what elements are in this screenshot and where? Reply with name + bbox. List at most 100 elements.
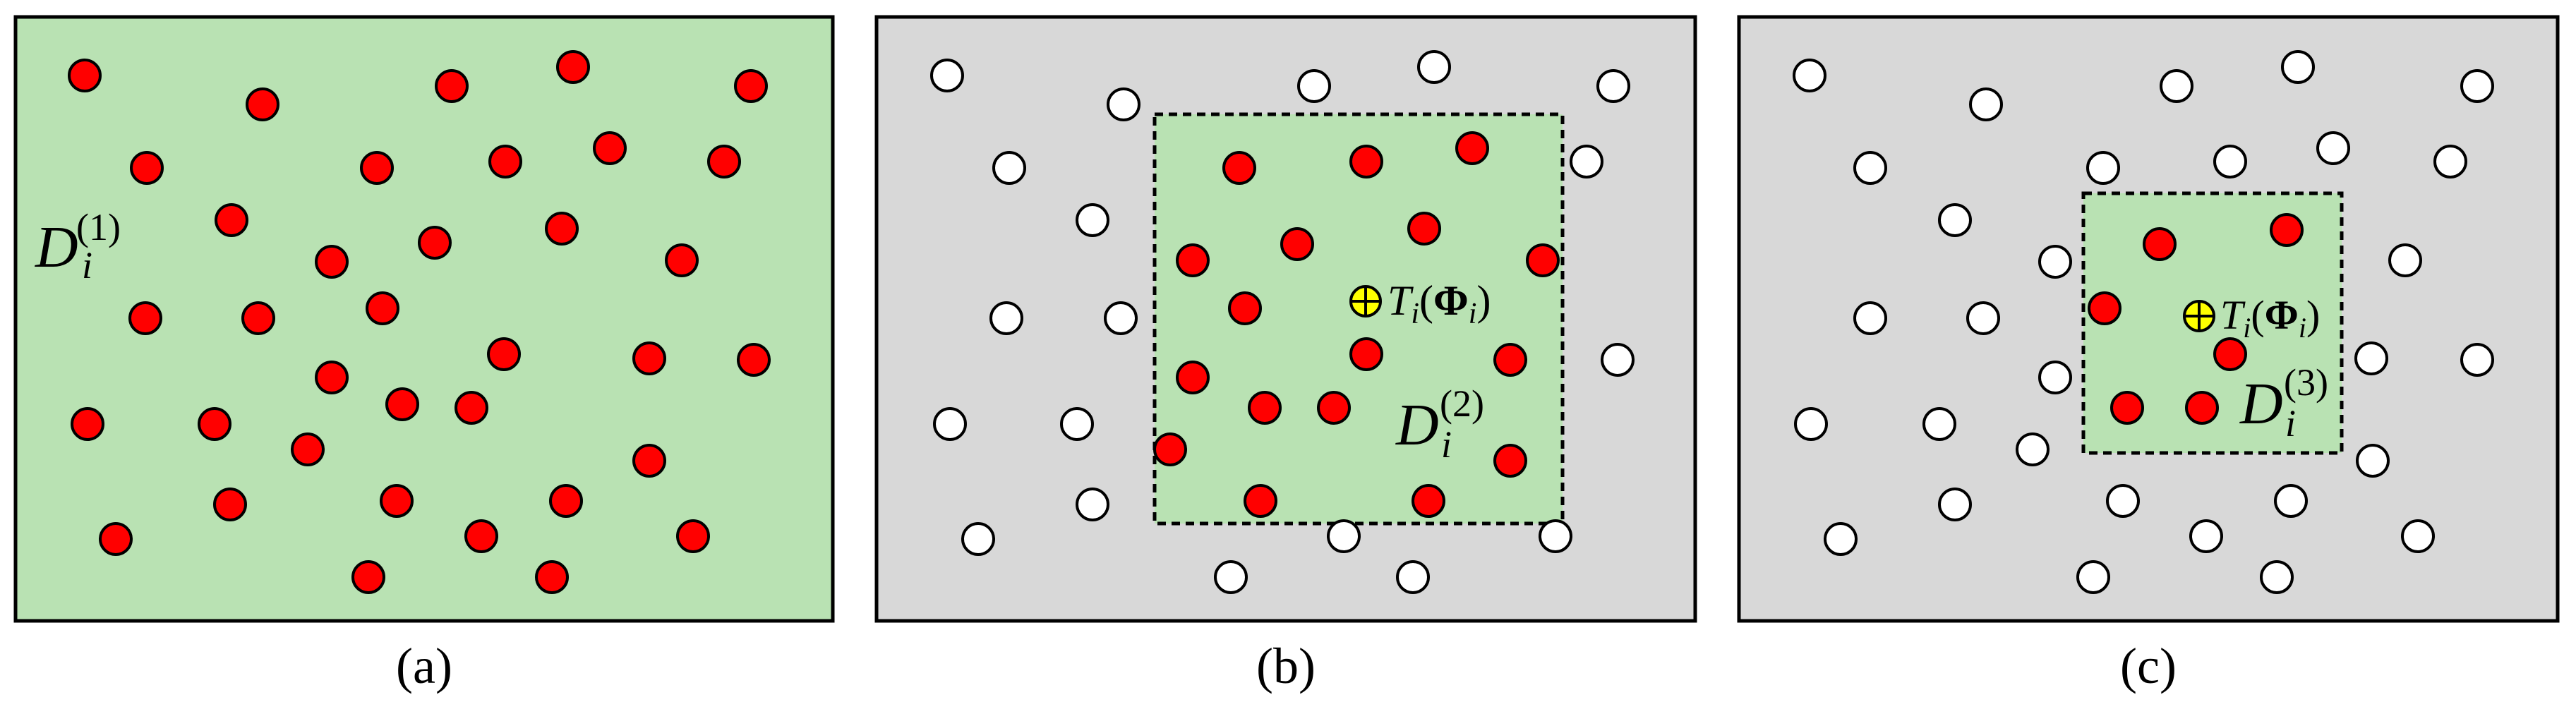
panel-b-marker-label: Ti(Φi) [1388, 277, 1491, 330]
panel-b-label-sub: i [1441, 423, 1452, 466]
red-dot [737, 343, 771, 377]
red-dot [487, 337, 521, 371]
red-dot [1317, 391, 1351, 425]
red-dot [535, 560, 569, 594]
red-dot [351, 560, 385, 594]
red-dot [632, 341, 666, 375]
white-dot [2388, 243, 2422, 277]
white-dot [1596, 69, 1630, 103]
red-dot [1176, 361, 1210, 394]
red-dot [488, 145, 522, 178]
red-dot [291, 432, 325, 466]
white-dot [1853, 151, 1887, 185]
red-dot [315, 245, 349, 279]
red-dot [665, 243, 699, 277]
red-dot [315, 361, 349, 394]
red-dot [2213, 337, 2247, 371]
panel-a-dots [68, 50, 771, 594]
white-dot [1922, 407, 1956, 441]
white-dot [2260, 560, 2294, 594]
red-dot [1228, 291, 1262, 325]
white-dot [2038, 361, 2072, 394]
white-dot [1214, 560, 1248, 594]
white-dot [2086, 151, 2120, 185]
panel-b-center-marker [1349, 285, 1382, 317]
red-dot [71, 407, 104, 441]
red-dot [707, 145, 741, 178]
red-dot [1244, 484, 1277, 518]
panel-b: Ti(Φi) D (2) i (b) [874, 15, 1697, 694]
panel-b-dots [930, 50, 1635, 594]
white-dot [2401, 519, 2435, 553]
panel-a-caption: (a) [396, 638, 452, 694]
red-dot [1493, 343, 1527, 377]
white-dot [1076, 488, 1109, 521]
white-dot [2274, 484, 2308, 518]
red-dot [68, 59, 102, 92]
white-dot [1601, 343, 1635, 377]
red-dot [556, 50, 590, 84]
panel-b-label: D [1395, 392, 1439, 458]
white-dot [2038, 245, 2072, 279]
red-dot [1349, 337, 1383, 371]
red-dot [380, 484, 414, 518]
red-dot [1407, 212, 1441, 246]
panel-c-label-sup: (3) [2284, 361, 2328, 404]
red-dot [99, 522, 133, 556]
red-dot [1526, 243, 1560, 277]
red-dot [418, 226, 452, 260]
white-dot [933, 407, 967, 441]
red-dot [676, 519, 710, 553]
panel-a: D (1) i (a) [13, 15, 835, 694]
red-dot [734, 69, 768, 103]
white-dot [2354, 341, 2388, 375]
red-dot [241, 301, 275, 335]
panel-c-dots [1793, 50, 2494, 594]
red-dot [1412, 484, 1445, 518]
white-dot [1824, 522, 1858, 556]
red-dot [2143, 227, 2177, 261]
red-dot [246, 87, 279, 121]
red-dot [128, 301, 162, 335]
white-dot [1060, 407, 1094, 441]
white-dot [1938, 203, 1972, 237]
red-dot [545, 212, 579, 246]
red-dot [1280, 227, 1314, 261]
white-dot [2460, 343, 2494, 377]
red-dot [2088, 291, 2121, 325]
red-dot [1248, 391, 1282, 425]
white-dot [1938, 488, 1972, 521]
white-dot [1297, 69, 1331, 103]
white-dot [2460, 69, 2494, 103]
white-dot [989, 301, 1023, 335]
red-dot [464, 519, 498, 553]
panel-c-marker-label: Ti(Φi) [2220, 292, 2320, 344]
red-dot [2185, 391, 2219, 425]
red-dot [1493, 444, 1527, 478]
red-dot [2110, 391, 2144, 425]
panel-c-label-sub: i [2285, 402, 2296, 444]
white-dot [961, 522, 995, 556]
white-dot [1417, 50, 1451, 84]
panel-c-center-marker [2183, 300, 2215, 332]
red-dot [215, 203, 248, 237]
red-dot [1455, 131, 1489, 165]
white-dot [1076, 203, 1109, 237]
red-dot [1222, 151, 1256, 185]
red-dot [549, 484, 583, 518]
red-dot [213, 488, 247, 521]
white-dot [2106, 484, 2140, 518]
white-dot [1794, 407, 1828, 441]
red-dot [2270, 213, 2304, 247]
red-dot [1176, 243, 1210, 277]
red-dot [455, 391, 488, 425]
white-dot [1107, 87, 1140, 121]
panel-b-label-sup: (2) [1440, 382, 1484, 425]
panel-c-caption: (c) [2120, 638, 2177, 694]
red-dot [1349, 145, 1383, 178]
panel-c-label: D [2239, 371, 2283, 437]
red-dot [593, 131, 627, 165]
white-dot [2213, 145, 2247, 178]
white-dot [2433, 145, 2467, 178]
